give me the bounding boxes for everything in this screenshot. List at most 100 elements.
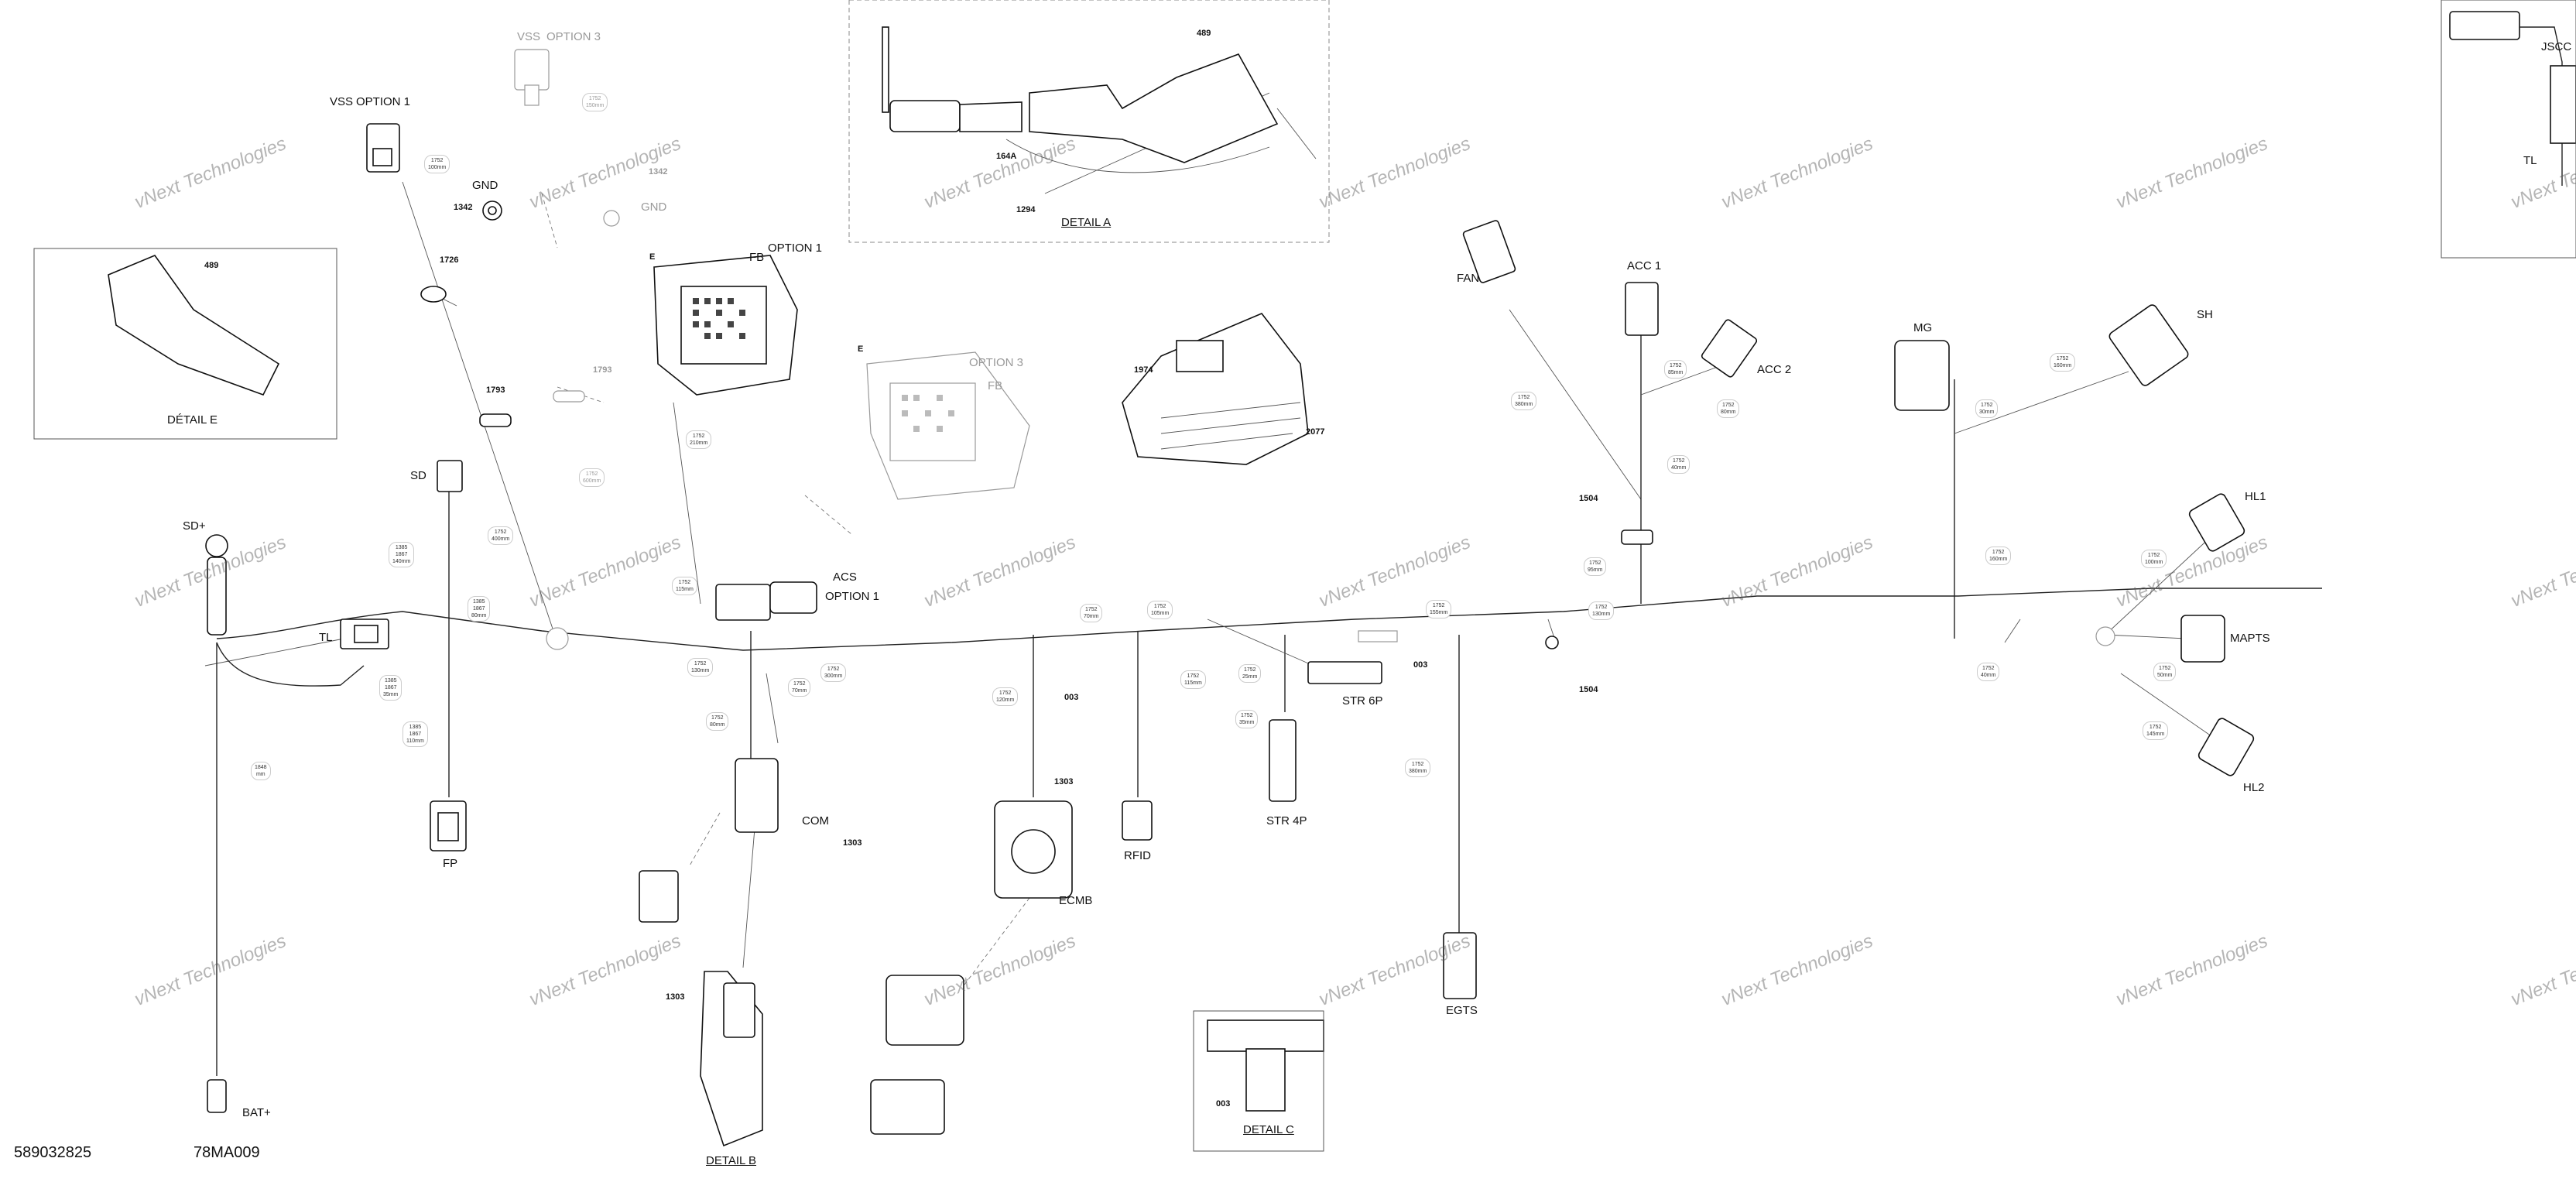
- wire-mark: 1752 80mm: [1717, 399, 1740, 418]
- tl-left-label: TL: [319, 631, 333, 644]
- wire-mark: 1752 115mm: [1180, 670, 1206, 689]
- fan-label: FAN: [1457, 272, 1480, 285]
- option3-fb-e-label: E: [858, 344, 864, 354]
- rfid-label: RFID: [1124, 849, 1151, 862]
- option3-fb-option-label: OPTION 3: [969, 356, 1024, 369]
- wire-mark: 1752 400mm: [488, 526, 514, 545]
- jscc-frame: [2441, 0, 2576, 259]
- acc2-label: ACC 2: [1757, 363, 1792, 376]
- wire-mark: 1385 1867 80mm: [468, 596, 491, 622]
- tl-right-label: TL: [2523, 154, 2537, 167]
- part-number: 003: [1064, 693, 1079, 702]
- part-number: 003: [1216, 1099, 1231, 1108]
- wire-mark: 1752 155mm: [1426, 600, 1452, 618]
- wire-mark: 1752 380mm: [1511, 392, 1537, 410]
- vss-option3-option-label: OPTION 3: [546, 30, 601, 43]
- wire-mark: 1752 35mm: [1235, 710, 1259, 728]
- sd-plus-label: SD+: [183, 519, 206, 533]
- wire-mark: 1752 130mm: [687, 658, 714, 677]
- part-number: 164A: [996, 152, 1017, 161]
- vss-option1-vss-label: VSS: [330, 95, 354, 108]
- ecmb-label: ECMB: [1059, 894, 1093, 907]
- option1-fb-option-label: OPTION 1: [768, 242, 823, 255]
- connector-shapes: [108, 11, 2576, 1147]
- str6p-label: STR 6P: [1342, 694, 1383, 708]
- wire-mark: 1752 80mm: [706, 712, 729, 731]
- detail-a-title: DETAIL A: [1061, 216, 1112, 229]
- wire-mark: 1752 380mm: [1405, 759, 1431, 777]
- part-number: 1793: [593, 365, 612, 375]
- wire-mark: 1752 160mm: [1985, 547, 2012, 565]
- wire-mark: 1752 40mm: [1667, 455, 1690, 474]
- part-number: 1342: [454, 203, 473, 212]
- wire-mark: 1752 30mm: [1975, 399, 1999, 418]
- wire-mark: 1385 1867 140mm: [389, 542, 415, 567]
- part-number: 1294: [1016, 205, 1036, 214]
- acs-option-label: OPTION 1: [825, 590, 880, 603]
- wire-mark: 1752 100mm: [2141, 550, 2167, 568]
- mg-label: MG: [1913, 321, 1933, 334]
- option1-fb-e-label: E: [649, 252, 656, 262]
- detail-c-title: DETAIL C: [1243, 1123, 1294, 1136]
- wire-mark: 1752 95mm: [1584, 557, 1607, 576]
- wire-mark: 1752 70mm: [788, 678, 811, 697]
- wire-mark: 1752 40mm: [1977, 663, 2000, 681]
- part-number: 2077: [1306, 427, 1325, 437]
- gnd-right-label: GND: [641, 200, 667, 214]
- egts-label: EGTS: [1446, 1004, 1478, 1017]
- detail-a-frame: [848, 0, 1330, 243]
- part-number: 1504: [1579, 494, 1598, 503]
- acc1-label: ACC 1: [1627, 259, 1662, 272]
- wire-mark: 1752 160mm: [2050, 353, 2076, 372]
- option1-fb-fb-label: FB: [749, 251, 765, 264]
- str4p-label: STR 4P: [1266, 814, 1307, 828]
- wire-mark: 1752 25mm: [1238, 664, 1262, 683]
- detail-b-title: DETAIL B: [706, 1154, 757, 1167]
- wire-mark: 1385 1867 110mm: [402, 721, 428, 747]
- wire-mark: 1752 145mm: [2143, 721, 2169, 740]
- detail-e-title: DÉTAIL E: [167, 413, 218, 427]
- wire-mark: 1752 120mm: [992, 687, 1019, 706]
- part-number: 1303: [1054, 777, 1074, 786]
- drawing-code: 78MA009: [194, 1144, 260, 1161]
- wire-mark: 1385 1867 35mm: [379, 675, 402, 701]
- mapts-label: MAPTS: [2230, 632, 2270, 645]
- main-harness-trunk: [204, 92, 2322, 1076]
- sd-label: SD: [410, 469, 426, 482]
- fp-label: FP: [443, 857, 458, 870]
- part-number: 489: [1197, 29, 1211, 38]
- part-number: 1303: [843, 838, 862, 848]
- acs-label: ACS: [833, 571, 857, 584]
- option3-fb-fb-label: FB: [988, 379, 1003, 392]
- wire-mark: 1752 100mm: [424, 155, 450, 173]
- part-number: 1303: [666, 992, 685, 1002]
- wire-mark: 1752 105mm: [1147, 601, 1173, 619]
- vss-option3-vss-label: VSS: [517, 30, 541, 43]
- detail-c-frame: [1193, 1010, 1324, 1152]
- wire-mark: 1752 130mm: [1588, 601, 1615, 620]
- com-label: COM: [802, 814, 829, 828]
- hl1-label: HL1: [2245, 490, 2266, 503]
- jscc-label: JSCC: [2541, 40, 2572, 53]
- part-number: 1974: [1134, 365, 1153, 375]
- detail-e-frame: [33, 248, 337, 440]
- wire-mark: 1752 600mm: [579, 468, 605, 487]
- wire-mark: 1848 mm: [251, 762, 271, 780]
- wire-mark: 1752 50mm: [2153, 663, 2177, 681]
- part-number: 1726: [440, 255, 459, 265]
- wire-mark: 1752 210mm: [686, 430, 712, 449]
- hl2-label: HL2: [2243, 781, 2265, 794]
- bat-plus-label: BAT+: [242, 1106, 271, 1119]
- drawing-number: 589032825: [14, 1144, 92, 1161]
- part-number: 003: [1413, 660, 1428, 670]
- part-number: 1793: [486, 385, 505, 395]
- part-number: 489: [204, 261, 219, 270]
- part-number: 1504: [1579, 685, 1598, 694]
- wire-mark: 1752 70mm: [1080, 604, 1103, 622]
- vss-option1-option-label: OPTION 1: [356, 95, 411, 108]
- wire-mark: 1752 115mm: [672, 577, 697, 595]
- wire-mark: 1752 85mm: [1664, 360, 1687, 379]
- sh-label: SH: [2197, 308, 2213, 321]
- gnd-left-label: GND: [472, 179, 498, 192]
